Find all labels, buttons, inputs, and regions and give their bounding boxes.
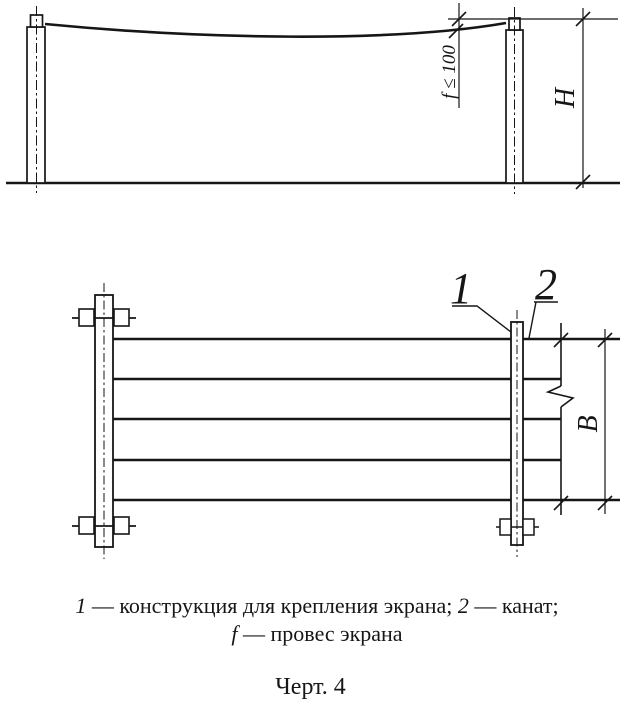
- left-top-bolt-left: [78, 308, 95, 327]
- height-label: H: [550, 86, 581, 109]
- height-tick-bottom: [575, 174, 591, 190]
- callout-1-label: 1: [450, 264, 472, 313]
- height-tick-top: [575, 11, 591, 27]
- callout-2-leader: [528, 301, 537, 339]
- cable-sag: [44, 21, 507, 38]
- left-frame-post: [94, 294, 114, 548]
- legend: 1 — конструкция для крепления экрана; 2 …: [14, 592, 620, 648]
- break-symbol: [545, 385, 575, 408]
- width-tick-top: [597, 332, 613, 348]
- legend-item-2-text: — канат;: [468, 593, 559, 618]
- screen-edge-tick-top: [553, 332, 569, 348]
- right-bottom-bolt-right: [522, 518, 535, 536]
- left-bottom-bolt-left: [78, 516, 95, 535]
- technical-drawing: f ≤ 100 H: [6, 3, 620, 559]
- legend-item-1-text: — конструкция для крепления экрана;: [86, 593, 458, 618]
- sag-tick-top: [451, 11, 467, 27]
- right-bottom-bolt-left: [499, 518, 512, 536]
- left-top-bolt-right: [113, 308, 130, 327]
- legend-line-1: 1 — конструкция для крепления экрана; 2 …: [14, 592, 620, 620]
- legend-item-f-symbol: f: [231, 621, 238, 646]
- plan-view: В 1 2: [72, 260, 620, 559]
- legend-item-f-text: — провес экрана: [237, 621, 403, 646]
- legend-item-1-number: 1: [75, 593, 87, 618]
- sag-tick-bottom: [448, 23, 464, 39]
- elevation-view: f ≤ 100 H: [6, 3, 620, 194]
- width-label: В: [573, 415, 604, 432]
- width-tick-bottom: [597, 495, 613, 511]
- sag-label: f ≤ 100: [439, 45, 460, 99]
- left-bottom-bolt-right: [113, 516, 130, 535]
- legend-item-2-number: 2: [457, 593, 469, 618]
- figure-number: Черт. 4: [275, 674, 346, 700]
- screen-edge-tick-bottom: [553, 495, 569, 511]
- callout-1-leader: [452, 305, 512, 333]
- legend-line-2: f — провес экрана: [14, 620, 620, 648]
- callout-2-label: 2: [535, 260, 557, 309]
